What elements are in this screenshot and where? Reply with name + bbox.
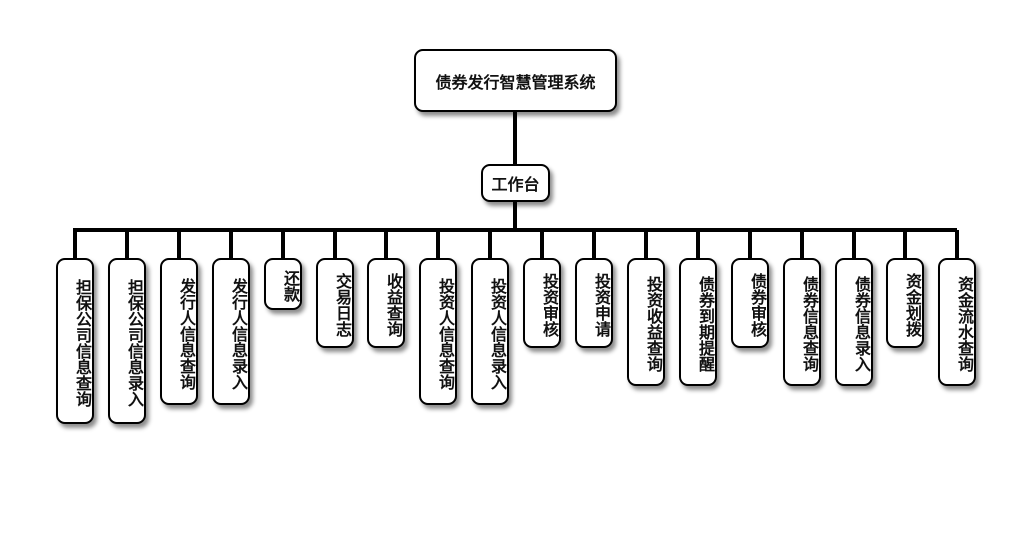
child-connector [177, 230, 181, 259]
child-connector [281, 230, 285, 259]
child-node-label: 债券审核 [748, 273, 767, 337]
child-node-label: 投资审核 [540, 273, 559, 337]
child-connector [384, 230, 388, 259]
child-node[interactable]: 投资申请 [575, 258, 613, 348]
child-node-label: 投资申请 [592, 273, 611, 337]
child-node[interactable]: 投资收益查询 [627, 258, 665, 386]
child-node-label: 担保公司信息录入 [125, 279, 144, 407]
child-connector [125, 230, 129, 259]
child-node[interactable]: 投资人信息查询 [419, 258, 457, 405]
child-node[interactable]: 资金划拨 [886, 258, 924, 348]
child-connector [488, 230, 492, 259]
child-node-label: 还款 [281, 270, 300, 302]
child-node[interactable]: 债券信息查询 [783, 258, 821, 386]
child-node-label: 债券信息查询 [800, 276, 819, 372]
child-node[interactable]: 收益查询 [367, 258, 405, 348]
child-node[interactable]: 资金流水查询 [938, 258, 976, 386]
child-connector [955, 230, 959, 259]
child-connector [592, 230, 596, 259]
child-connector [333, 230, 337, 259]
root-node-system-title[interactable]: 债券发行智慧管理系统 [414, 49, 617, 112]
child-node[interactable]: 债券到期提醒 [679, 258, 717, 386]
child-connector [644, 230, 648, 259]
child-node[interactable]: 担保公司信息查询 [56, 258, 94, 424]
child-connector [73, 230, 77, 259]
child-node-label: 担保公司信息查询 [73, 279, 92, 407]
child-node[interactable]: 发行人信息查询 [160, 258, 198, 405]
children-bus-line [73, 228, 957, 232]
child-connector [852, 230, 856, 259]
child-node-label: 投资人信息查询 [436, 277, 455, 390]
child-node[interactable]: 交易日志 [316, 258, 354, 348]
child-node-label: 资金划拨 [903, 273, 922, 337]
child-node-label: 投资收益查询 [644, 276, 663, 372]
child-node-label: 发行人信息查询 [177, 277, 196, 390]
child-node[interactable]: 还款 [264, 258, 302, 310]
child-node[interactable]: 担保公司信息录入 [108, 258, 146, 424]
child-connector [436, 230, 440, 259]
child-node-label: 债券到期提醒 [696, 276, 715, 372]
child-node-label: 发行人信息录入 [229, 277, 248, 390]
child-connector [800, 230, 804, 259]
child-connector [540, 230, 544, 259]
child-connector [748, 230, 752, 259]
child-node-label: 投资人信息录入 [488, 277, 507, 390]
child-node-label: 收益查询 [384, 273, 403, 337]
root-to-hub-connector [513, 111, 517, 165]
child-node[interactable]: 债券审核 [731, 258, 769, 348]
hub-node-label: 工作台 [491, 175, 540, 194]
child-connector [903, 230, 907, 259]
child-connector [696, 230, 700, 259]
child-node[interactable]: 投资人信息录入 [471, 258, 509, 405]
child-node[interactable]: 投资审核 [523, 258, 561, 348]
child-connector [229, 230, 233, 259]
root-node-label: 债券发行智慧管理系统 [435, 72, 596, 92]
child-node[interactable]: 发行人信息录入 [212, 258, 250, 405]
child-node-label: 交易日志 [333, 273, 352, 337]
hub-to-bus-connector [513, 201, 517, 231]
child-node[interactable]: 债券信息录入 [835, 258, 873, 386]
child-node-label: 资金流水查询 [955, 276, 974, 372]
hub-node-workbench[interactable]: 工作台 [481, 164, 550, 202]
child-node-label: 债券信息录入 [852, 276, 871, 372]
